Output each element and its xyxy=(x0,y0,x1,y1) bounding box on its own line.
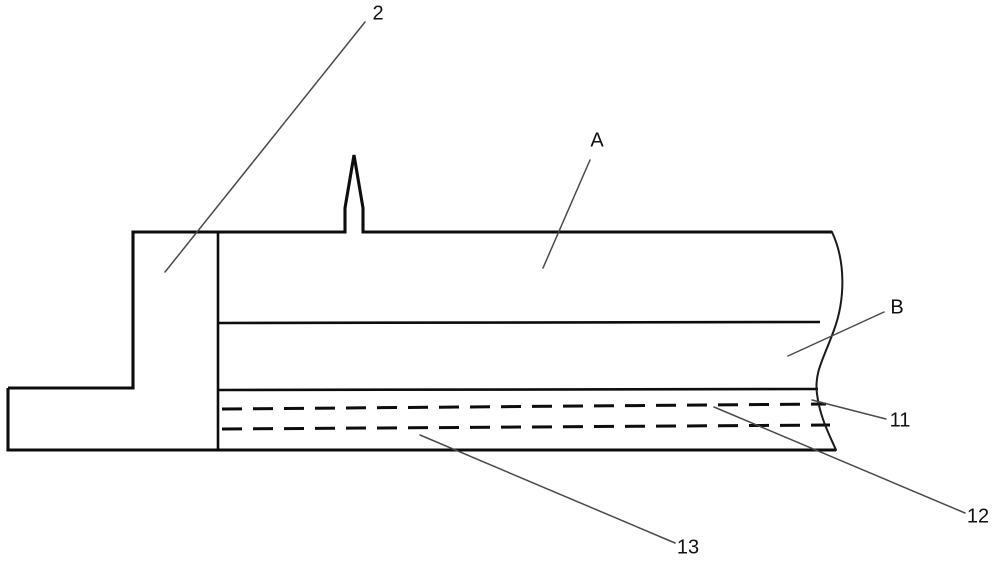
reference-label-12: 12 xyxy=(967,505,989,527)
body-outline xyxy=(6,154,836,452)
leader-line-12 xyxy=(713,406,966,514)
reference-label-b: B xyxy=(890,296,903,318)
break-line-curve xyxy=(815,231,844,451)
leader-line-b xyxy=(787,311,885,357)
leader-line-2 xyxy=(164,21,366,273)
leader-line-13 xyxy=(419,434,676,544)
reference-label-a: A xyxy=(590,129,604,151)
layer-a-b-boundary-line xyxy=(217,320,821,325)
reference-label-13: 13 xyxy=(677,536,699,558)
hidden-line-12 xyxy=(221,423,831,431)
leader-line-a xyxy=(542,159,591,269)
leader-line-11 xyxy=(811,399,887,420)
reference-label-2: 2 xyxy=(372,2,383,24)
hidden-line-11 xyxy=(221,402,827,411)
reference-label-11: 11 xyxy=(890,409,911,431)
layer-b-lower-boundary-line xyxy=(217,387,819,392)
